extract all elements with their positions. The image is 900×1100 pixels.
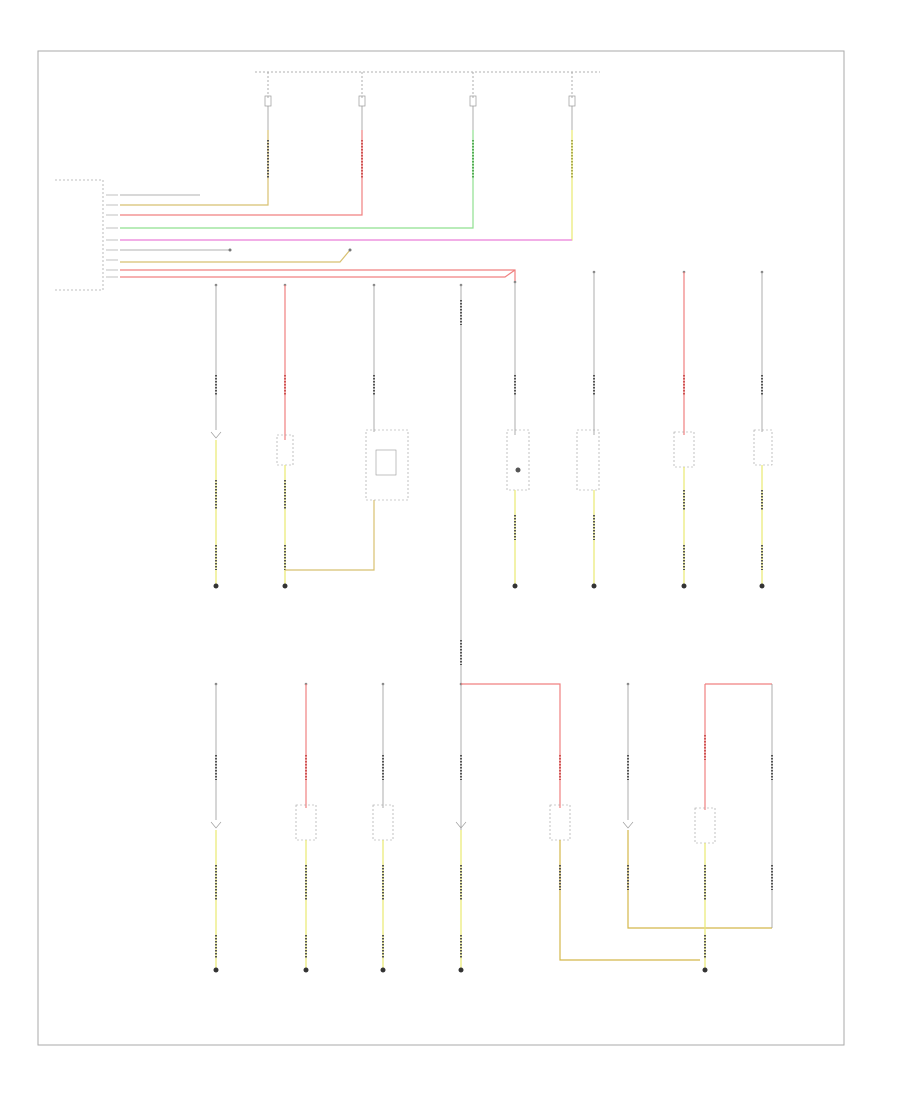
fuse-2 — [358, 72, 366, 130]
ground-point — [512, 583, 518, 589]
fuse-1 — [264, 72, 272, 130]
module-output-wires — [120, 194, 572, 282]
upper-branch-8 — [753, 270, 773, 589]
lower-branch-7 — [694, 683, 772, 973]
upper-branch-7 — [673, 270, 695, 589]
upper-branch-2 — [276, 283, 375, 589]
lower-branch-4 — [455, 682, 561, 973]
lower-branch-1 — [210, 682, 222, 973]
lower-branch-3 — [372, 682, 394, 973]
upper-branch-5 — [506, 280, 530, 589]
ground-point — [303, 967, 309, 973]
upper-branch-1 — [210, 283, 222, 589]
fuse-4 — [568, 72, 576, 130]
ground-point — [702, 967, 708, 973]
fuse-feed-wires — [120, 130, 573, 241]
ground-point — [759, 583, 765, 589]
lower-branch-6 — [622, 682, 772, 929]
ground-point — [213, 583, 219, 589]
diagram-frame — [37, 50, 845, 1046]
fuse-3 — [469, 72, 477, 130]
fuse-box-top — [255, 71, 600, 130]
lower-branch-5 — [549, 755, 700, 961]
ground-point — [380, 967, 386, 973]
ground-point — [282, 583, 288, 589]
upper-branch-3 — [365, 283, 409, 501]
ground-point — [681, 583, 687, 589]
lower-branches — [210, 682, 773, 973]
ground-point — [458, 967, 464, 973]
upper-branches — [210, 270, 773, 970]
control-module — [55, 179, 118, 291]
upper-branch-6 — [576, 270, 600, 589]
ground-point — [213, 967, 219, 973]
ground-point — [591, 583, 597, 589]
lower-branch-2 — [295, 682, 317, 973]
